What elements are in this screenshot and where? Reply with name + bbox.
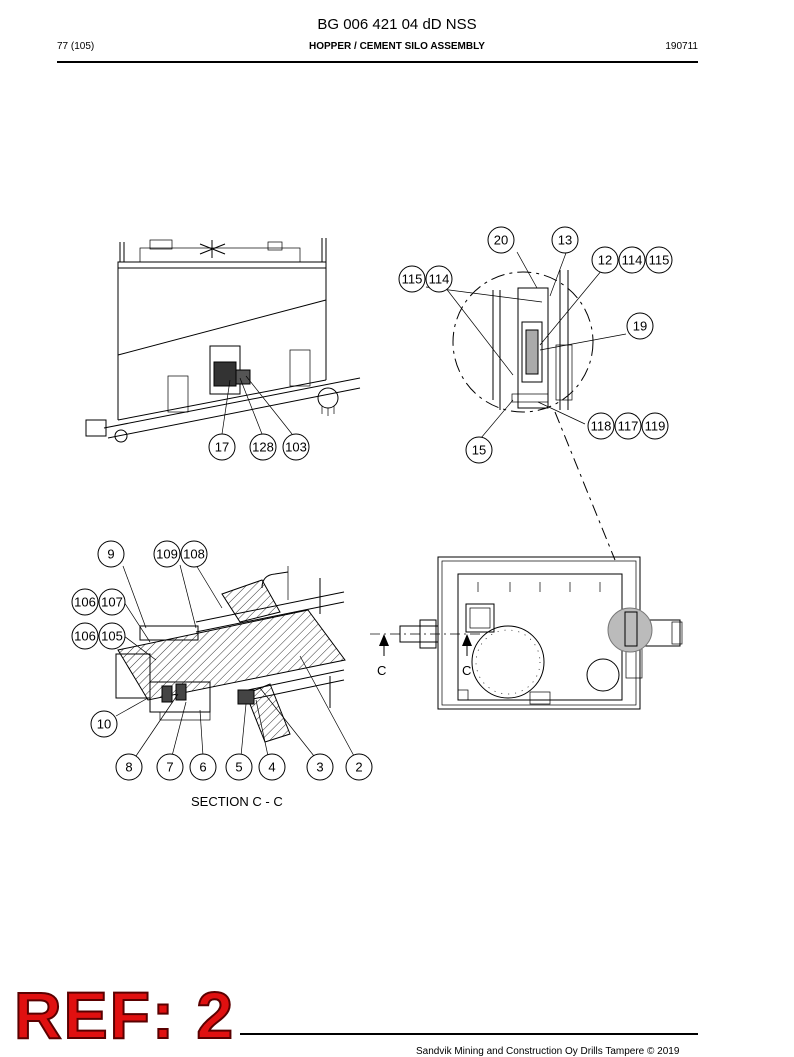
balloon: 3 — [306, 753, 334, 781]
balloon: 13 — [551, 226, 579, 254]
balloon-label: 107 — [101, 595, 123, 610]
balloon-label: 106 — [74, 629, 96, 644]
balloon: 7 — [156, 753, 184, 781]
balloon-label: 2 — [355, 760, 362, 775]
balloon-label: 15 — [472, 443, 486, 458]
balloon-label: 13 — [558, 233, 572, 248]
balloon: 4 — [258, 753, 286, 781]
balloon: 115 — [398, 265, 426, 293]
balloon-label: 128 — [252, 440, 274, 455]
balloon-label: 6 — [199, 760, 206, 775]
balloon-label: 12 — [598, 253, 612, 268]
balloon-label: 19 — [633, 319, 647, 334]
balloon: 15 — [465, 436, 493, 464]
cut-label-right: C — [462, 663, 472, 678]
balloon-label: 17 — [215, 440, 229, 455]
balloon: 119 — [641, 412, 669, 440]
balloon-label: 8 — [125, 760, 132, 775]
balloon: 114 — [425, 265, 453, 293]
balloon-label: 3 — [316, 760, 323, 775]
page-number: 77 (105) — [57, 41, 95, 52]
balloon-label: 108 — [183, 547, 205, 562]
balloon-label: 114 — [429, 272, 450, 287]
balloon: 107 — [98, 588, 126, 616]
balloon: 108 — [180, 540, 208, 568]
balloon: 2 — [345, 753, 373, 781]
balloon: 106 — [71, 622, 99, 650]
section-label: SECTION C - C — [191, 794, 283, 809]
balloon-label: 20 — [494, 233, 508, 248]
balloon-label: 117 — [618, 419, 639, 434]
balloon: 19 — [626, 312, 654, 340]
balloon: 12 — [591, 246, 619, 274]
balloon: 9 — [97, 540, 125, 568]
balloon-label: 103 — [285, 440, 307, 455]
balloon-label: 7 — [166, 760, 173, 775]
balloon: 115 — [645, 246, 673, 274]
balloon: 114 — [618, 246, 646, 274]
plan-view — [370, 556, 683, 710]
balloon: 118 — [587, 412, 615, 440]
balloon: 128 — [249, 433, 277, 461]
balloon: 109 — [153, 540, 181, 568]
balloon: 103 — [282, 433, 310, 461]
balloon-label: 105 — [101, 629, 123, 644]
balloon-label: 119 — [645, 419, 666, 434]
footer-rule — [240, 1033, 698, 1035]
balloon-label: 118 — [591, 419, 612, 434]
balloon: 106 — [71, 588, 99, 616]
ref-stamp: REF: 2 — [13, 978, 236, 1052]
copyright-footer: Sandvik Mining and Construction Oy Drill… — [416, 1046, 680, 1057]
balloon-label: 106 — [74, 595, 96, 610]
balloon: 17 — [208, 433, 236, 461]
balloon-label: 5 — [235, 760, 242, 775]
balloon: 117 — [614, 412, 642, 440]
balloon: 105 — [98, 622, 126, 650]
section-title: HOPPER / CEMENT SILO ASSEMBLY — [309, 41, 485, 52]
header-rule — [57, 61, 698, 63]
balloon-label: 9 — [107, 547, 114, 562]
balloon-label: 115 — [402, 272, 423, 287]
balloon-label: 10 — [97, 717, 111, 732]
balloon: 6 — [189, 753, 217, 781]
detail-view — [425, 251, 627, 561]
document-number: BG 006 421 04 dD NSS — [317, 16, 477, 33]
balloon-label: 114 — [622, 253, 643, 268]
section-view — [115, 564, 355, 757]
balloon-label: 109 — [156, 547, 178, 562]
cut-label-left: C — [377, 663, 387, 678]
date-code: 190711 — [665, 41, 698, 52]
balloon: 8 — [115, 753, 143, 781]
hopper-side-view — [85, 238, 361, 443]
balloon: 5 — [225, 753, 253, 781]
balloon: 20 — [487, 226, 515, 254]
balloon-label: 115 — [649, 253, 670, 268]
balloon-label: 4 — [268, 760, 275, 775]
balloon: 10 — [90, 710, 118, 738]
